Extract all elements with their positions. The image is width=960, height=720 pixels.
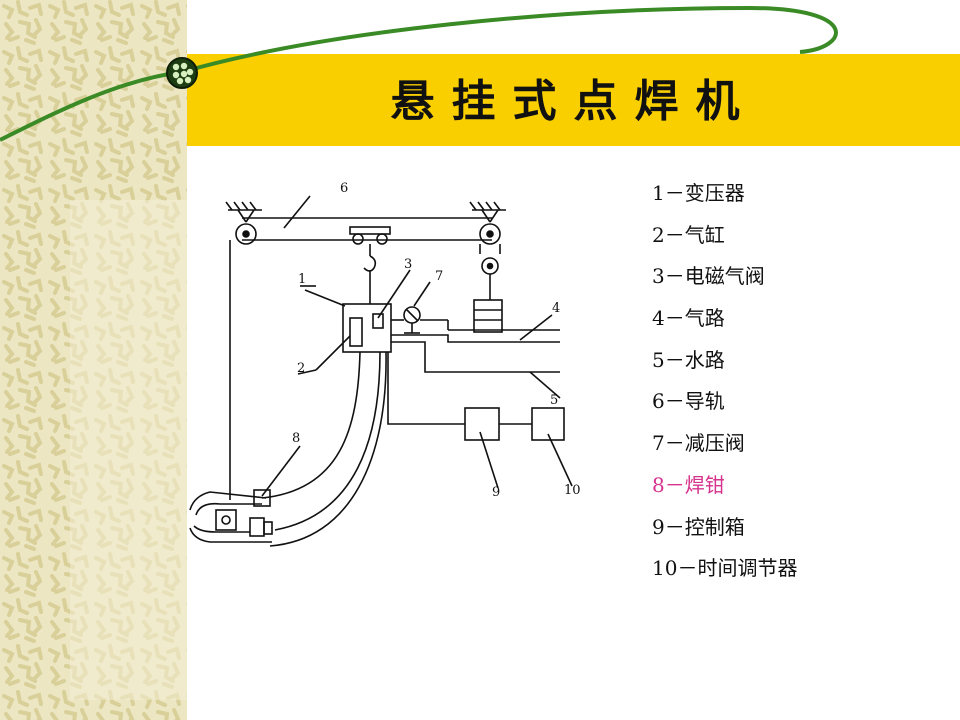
hook bbox=[363, 255, 377, 272]
welder-schematic: 6 1 3 7 4 2 5 8 9 10 bbox=[189, 181, 581, 547]
label-6: 6 bbox=[340, 181, 348, 196]
cylinder-rect bbox=[349, 317, 363, 347]
label-5: 5 bbox=[550, 393, 558, 408]
page-title: 悬挂式点焊机 bbox=[390, 76, 757, 127]
legend-item-8: 8－焊钳 bbox=[652, 472, 725, 497]
counterweight bbox=[473, 299, 503, 333]
component-legend: 1－变压器 2－气缸 3－电磁气阀 4－气路 5－水路 6－导轨 7－减压阀 8… bbox=[652, 178, 797, 595]
legend-item-3: 3－电磁气阀 bbox=[652, 264, 765, 289]
legend-item-5: 5－水路 bbox=[652, 347, 725, 372]
bead-emblem-icon bbox=[166, 57, 198, 89]
label-10: 10 bbox=[564, 483, 581, 498]
timer-box bbox=[531, 407, 565, 441]
label-7: 7 bbox=[435, 269, 443, 284]
legend-item-7: 7－减压阀 bbox=[652, 431, 745, 456]
right-pulley bbox=[479, 223, 501, 245]
legend-item-9: 9－控制箱 bbox=[652, 514, 745, 539]
decorative-side-band bbox=[0, 0, 187, 720]
legend-item-2: 2－气缸 bbox=[652, 222, 725, 247]
legend-item-6: 6－导轨 bbox=[652, 389, 725, 414]
solenoid-valve-rect bbox=[372, 313, 384, 329]
transformer-box bbox=[342, 303, 392, 353]
legend-item-10: 10－时间调节器 bbox=[652, 556, 798, 581]
control-box bbox=[464, 407, 500, 441]
texture-pattern bbox=[0, 0, 187, 720]
legend-item-4: 4－气路 bbox=[652, 306, 725, 331]
label-4: 4 bbox=[552, 301, 560, 316]
label-1: 1 bbox=[298, 272, 306, 287]
label-9: 9 bbox=[492, 485, 500, 500]
label-8: 8 bbox=[292, 431, 300, 446]
legend-item-1: 1－变压器 bbox=[652, 181, 745, 205]
title-bar bbox=[187, 54, 960, 146]
label-3: 3 bbox=[404, 257, 412, 272]
label-2: 2 bbox=[297, 361, 305, 376]
decorative-curve bbox=[0, 5, 838, 142]
left-pulley bbox=[235, 223, 257, 245]
